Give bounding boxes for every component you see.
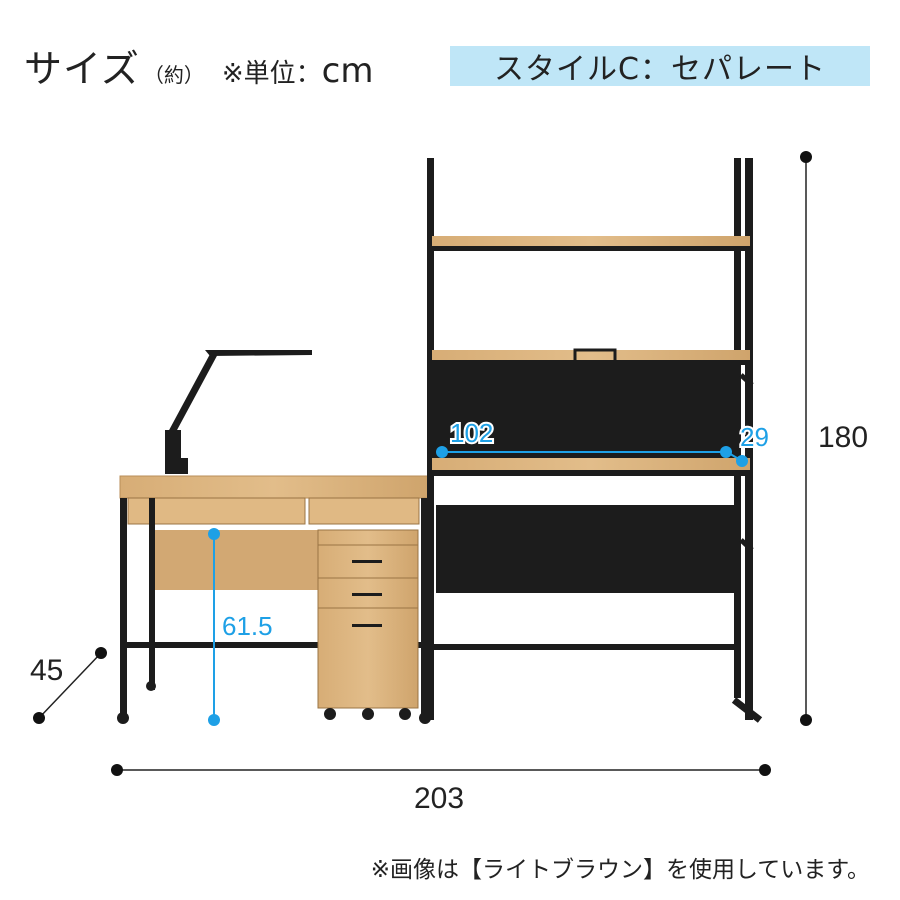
dim-height: 180 — [800, 151, 868, 726]
shelf-desk — [432, 458, 750, 470]
shelf-depth-value: 29 — [740, 422, 769, 452]
size-title: サイズ — [24, 47, 140, 91]
approx-label: （約） — [143, 63, 204, 87]
page-title: サイズ（約） ※単位：cm — [24, 38, 374, 93]
style-badge: スタイルC：セパレート — [450, 46, 870, 87]
height-value: 180 — [818, 421, 868, 454]
desk-drawer-left — [127, 497, 306, 525]
desk-back-panel — [153, 530, 321, 590]
unit-value: cm — [321, 51, 374, 91]
shelf-top — [432, 236, 750, 246]
desk-lamp — [165, 350, 312, 474]
shelf-width-value: 102 — [450, 418, 493, 448]
desk-height-value: 61.5 — [222, 611, 273, 641]
dim-shelf-width: 102 — [436, 416, 732, 458]
dim-width: 203 — [111, 764, 771, 815]
dim-shelf-depth: 29 — [726, 420, 771, 467]
depth-value: 45 — [30, 654, 63, 687]
back-panel-upper — [434, 365, 734, 460]
desk-drawer-right — [308, 497, 420, 525]
unit-label: ※単位： — [221, 59, 322, 89]
desk — [117, 350, 431, 724]
dim-desk-height: 61.5 — [208, 528, 273, 726]
desk-top — [119, 475, 429, 499]
dim-depth: 45 — [30, 647, 107, 724]
shelf-rack — [427, 158, 763, 723]
shelf-middle — [432, 350, 750, 360]
back-panel-lower — [436, 505, 734, 593]
footnote: ※画像は【ライトブラウン】を使用しています。 — [370, 857, 870, 883]
width-value: 203 — [414, 782, 464, 815]
drawer-cabinet — [317, 529, 419, 720]
